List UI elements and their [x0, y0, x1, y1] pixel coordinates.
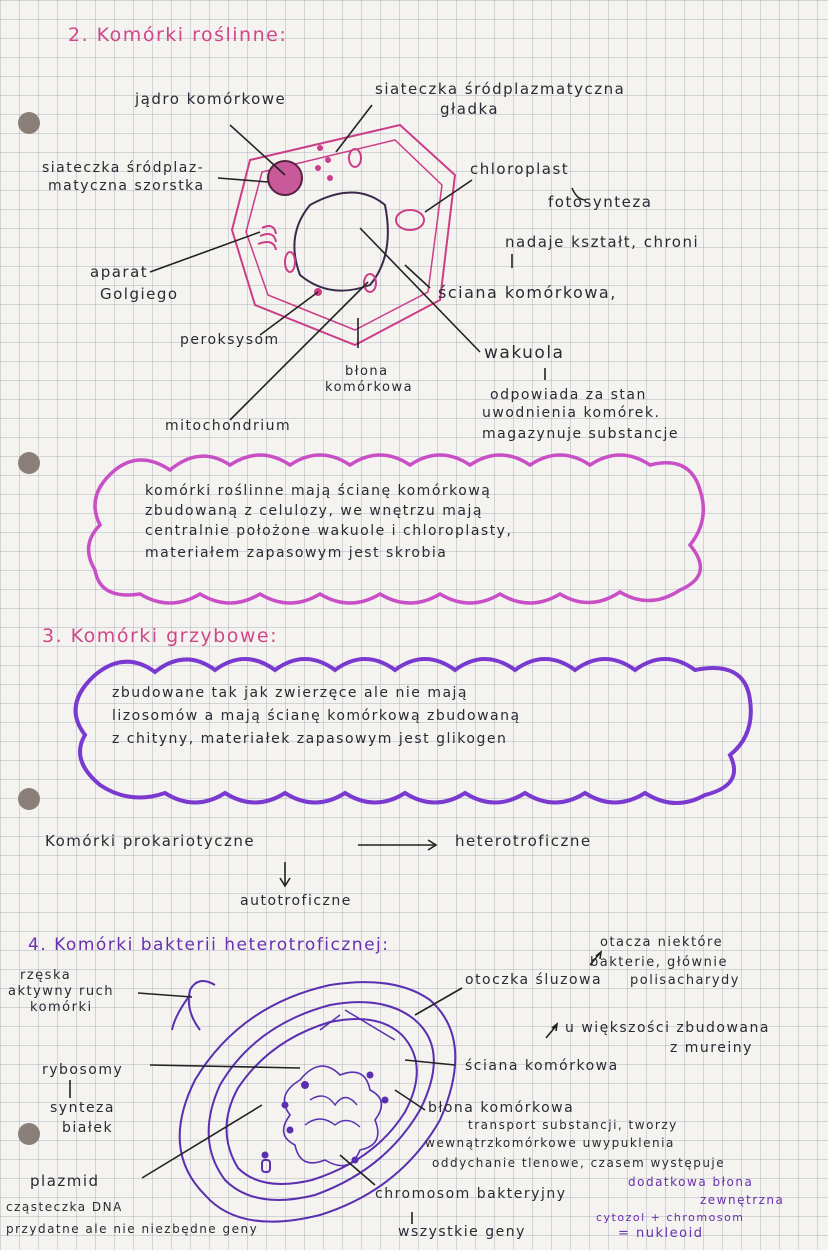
plant-cell-drawing	[230, 123, 457, 347]
note-murein-1: u większości zbudowana	[565, 1020, 770, 1036]
binder-hole	[18, 788, 40, 810]
note-vacuole-1: odpowiada za stan	[490, 387, 647, 403]
label-rough-er: siateczka śródplaz-	[42, 160, 205, 176]
note-nucleoid-1: cytozol + chromosom	[596, 1211, 745, 1224]
note-vacuole-3: magazynuje substancje	[482, 426, 680, 442]
section-heading-bacteria: 4. Komórki bakterii heterotroficznej:	[28, 935, 390, 955]
note-capsule-2: bakterie, głównie	[590, 955, 728, 970]
fungi-summary-line: z chityny, materiałek zapasowym jest gli…	[112, 731, 508, 747]
binder-hole	[18, 112, 40, 134]
note-photosynthesis: fotosynteza	[548, 193, 653, 211]
prokaryotes-heterotrophic: heterotroficzne	[455, 832, 592, 850]
label-membrane-2: komórkowa	[325, 380, 414, 395]
plant-summary-line: materiałem zapasowym jest skrobia	[145, 545, 448, 561]
note-capsule-3: polisacharydy	[630, 973, 741, 988]
binder-hole	[18, 1123, 40, 1145]
bacterium-drawing	[171, 980, 457, 1223]
note-vacuole-2: uwodnienia komórek.	[482, 405, 661, 421]
label-golgi: aparat	[90, 263, 149, 281]
label-flagellum: rzęska	[20, 968, 72, 983]
label-plasmid: plazmid	[30, 1172, 100, 1190]
label-bacterial-cell-wall: ściana komórkowa	[465, 1058, 619, 1074]
section-heading-fungal-cells: 3. Komórki grzybowe:	[42, 625, 278, 647]
note-outer-membrane-2: zewnętrzna	[700, 1193, 785, 1207]
prokaryotes-autotrophic: autotroficzne	[240, 893, 352, 909]
label-cell-wall: ściana komórkowa,	[438, 283, 617, 302]
plant-summary-line: zbudowaną z celulozy, we wnętrzu mają	[145, 503, 483, 519]
note-murein-2: z mureiny	[670, 1040, 753, 1056]
plant-cell-pointer-lines	[149, 104, 587, 421]
note-outer-membrane-1: dodatkowa błona	[628, 1175, 754, 1189]
fungi-summary-cloud	[73, 657, 753, 805]
binder-hole	[18, 452, 40, 474]
label-capsule: otoczka śluzowa	[465, 972, 603, 988]
prokaryote-arrows	[279, 839, 438, 888]
note-membrane-3: oddychanie tlenowe, czasem występuje	[432, 1156, 726, 1170]
fungi-summary-line: lizosomów a mają ścianę komórkową zbudow…	[112, 708, 521, 724]
label-peroxisome: peroksysom	[180, 332, 280, 348]
note-membrane-2: wewnątrzkomórkowe uwypuklenia	[425, 1136, 675, 1150]
note-plasmid-2: przydatne ale nie niezbędne geny	[6, 1222, 259, 1236]
plant-summary-line: centralnie położone wakuole i chloroplas…	[145, 523, 513, 539]
label-bacterial-membrane: błona komórkowa	[428, 1100, 575, 1116]
label-flagellum-3: komórki	[30, 1000, 93, 1015]
label-smooth-er: siateczka śródplazmatyczna	[375, 80, 626, 98]
label-vacuole: wakuola	[484, 343, 565, 363]
label-golgi-2: Golgiego	[100, 285, 179, 303]
bacterium-pointer-lines	[69, 950, 603, 1224]
section-heading-plant-cells: 2. Komórki roślinne:	[68, 24, 288, 46]
note-ribosomes-2: białek	[62, 1120, 114, 1136]
note-chromosome: wszystkie geny	[398, 1224, 526, 1240]
plant-summary-cloud	[86, 453, 706, 605]
fungi-summary-line: zbudowane tak jak zwierzęce ale nie mają	[112, 685, 469, 701]
label-chloroplast: chloroplast	[470, 160, 570, 178]
label-mitochondrion: mitochondrium	[165, 418, 292, 434]
label-smooth-er-2: gładka	[440, 100, 500, 118]
note-wall-function: nadaje kształt, chroni	[505, 233, 700, 251]
note-nucleoid-2: = nukleoid	[618, 1226, 704, 1241]
label-flagellum-2: aktywny ruch	[8, 984, 114, 999]
note-plasmid-1: cząsteczka DNA	[6, 1200, 123, 1214]
label-nucleus: jądro komórkowe	[135, 90, 287, 108]
note-capsule-1: otacza niektóre	[600, 935, 724, 950]
plant-summary-line: komórki roślinne mają ścianę komórkową	[145, 483, 492, 499]
note-ribosomes-1: synteza	[50, 1100, 115, 1116]
label-ribosomes: rybosomy	[42, 1062, 124, 1078]
label-chromosome: chromosom bakteryjny	[375, 1186, 567, 1202]
note-membrane-1: transport substancji, tworzy	[468, 1118, 678, 1132]
label-membrane: błona	[345, 364, 389, 379]
prokaryotes-title: Komórki prokariotyczne	[45, 832, 256, 850]
label-rough-er-2: matyczna szorstka	[48, 178, 205, 194]
